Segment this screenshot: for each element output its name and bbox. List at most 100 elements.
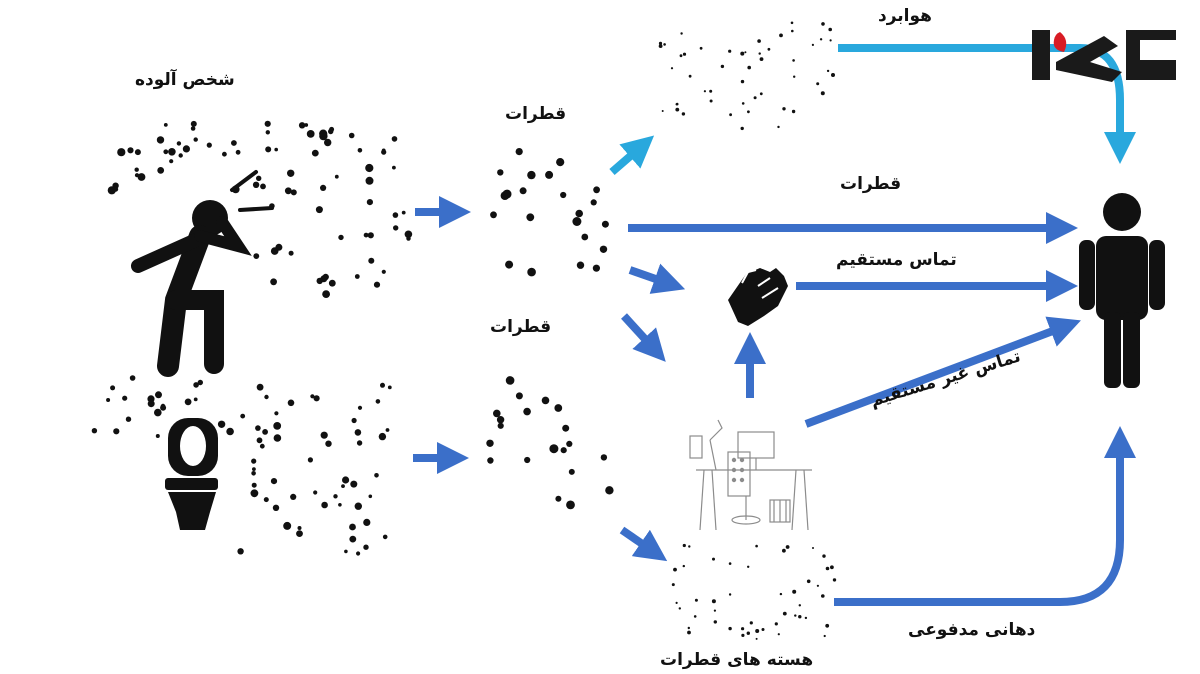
droplet-dot — [490, 211, 497, 219]
droplet-dot — [804, 616, 808, 620]
droplet-dot — [265, 130, 270, 135]
droplet-dot — [758, 52, 761, 55]
sneezing-person-icon — [131, 170, 274, 377]
droplet-dot — [91, 428, 98, 434]
droplet-dot — [566, 500, 575, 510]
droplet-dot — [287, 188, 292, 193]
droplet-dot — [274, 411, 279, 416]
droplet-dot — [753, 96, 757, 100]
droplet-dot — [365, 176, 374, 185]
droplet-dot — [319, 129, 328, 138]
droplet-dot — [740, 79, 745, 84]
droplet-dot — [572, 217, 582, 226]
droplet-dot — [526, 213, 535, 222]
droplet-dot — [110, 385, 116, 391]
droplet-dot — [832, 578, 837, 582]
label-droplet-nuclei: هسته های قطرات — [660, 650, 814, 670]
droplet-dot — [703, 90, 707, 93]
droplet-dot — [349, 535, 357, 543]
droplet-dots — [91, 21, 837, 640]
droplet-dot — [354, 274, 360, 279]
droplet-dot — [206, 142, 212, 148]
droplet-dot — [378, 432, 387, 441]
droplet-dot — [169, 159, 174, 164]
droplet-dot — [313, 490, 318, 495]
droplet-dot — [290, 493, 297, 500]
droplet-dot — [348, 132, 355, 139]
droplet-dot — [325, 440, 332, 447]
label-fecal-oral: دهانی مدفوعی — [908, 620, 1036, 640]
droplet-dot — [334, 174, 339, 179]
droplet-dot — [113, 186, 119, 192]
droplet-dot — [328, 279, 336, 287]
droplet-dot — [556, 158, 565, 167]
droplet-dot — [273, 434, 282, 442]
label-infected-person: شخص آلوده — [135, 70, 235, 90]
droplet-dot — [505, 260, 514, 269]
droplet-dot — [176, 141, 182, 146]
droplet-dot — [515, 148, 523, 156]
droplet-dot — [296, 530, 303, 537]
droplet-dot — [251, 458, 257, 464]
droplet-dot — [682, 543, 686, 548]
droplet-dot — [368, 494, 373, 499]
droplet-dot — [678, 607, 681, 610]
droplet-dot — [367, 232, 374, 239]
droplet-dot — [523, 407, 531, 416]
droplet-dot — [819, 38, 823, 41]
droplet-dot — [816, 82, 820, 86]
droplet-dot — [349, 523, 356, 531]
label-droplets-middle: قطرات — [490, 317, 552, 337]
droplet-dot — [344, 549, 348, 554]
droplet-dot — [320, 184, 327, 191]
droplet-dot — [321, 501, 328, 509]
droplet-dot — [825, 623, 830, 628]
droplet-dot — [798, 604, 801, 607]
droplet-dot — [688, 545, 691, 548]
office-desk-icon — [689, 419, 812, 531]
label-direct-contact: تماس مستقیم — [836, 250, 957, 270]
droplet-dot — [793, 75, 796, 78]
droplet-dot — [134, 149, 141, 156]
droplet-dot — [193, 397, 198, 402]
droplet-dot — [259, 443, 265, 449]
droplet-dot — [147, 400, 155, 408]
droplet-dot — [782, 107, 786, 111]
droplet-dot — [380, 382, 385, 388]
droplet-dot — [747, 65, 751, 70]
droplet-dot — [675, 601, 678, 605]
droplet-dot — [226, 427, 234, 436]
droplet-dot — [264, 394, 269, 400]
droplet-dot — [320, 431, 328, 439]
arrow-indirect-contact — [804, 316, 1081, 428]
droplet-dot — [184, 398, 192, 406]
droplet-dot — [374, 473, 379, 478]
droplet-dot — [590, 199, 597, 206]
droplet-dot — [342, 476, 350, 484]
droplet-dot — [253, 253, 260, 259]
droplet-dot — [240, 413, 246, 419]
droplet-dot — [270, 478, 278, 485]
droplet-dot — [821, 594, 825, 598]
droplet-dot — [287, 169, 295, 177]
droplet-dot — [816, 584, 820, 587]
droplet-dot — [381, 149, 387, 155]
droplet-dot — [568, 468, 575, 475]
droplet-dot — [237, 548, 244, 555]
droplet-dot — [155, 434, 160, 438]
droplet-dot — [231, 140, 237, 146]
droplet-dot — [154, 408, 162, 417]
droplet-dot — [265, 146, 272, 153]
droplet-dot — [790, 21, 794, 25]
droplet-dot — [687, 626, 690, 630]
droplet-dot — [217, 420, 226, 428]
droplet-dot — [274, 147, 279, 152]
droplet-dot — [831, 73, 835, 77]
droplet-dot — [178, 153, 183, 158]
droplet-dot — [113, 428, 120, 435]
droplet-dot — [798, 615, 802, 619]
droplet-dot — [593, 186, 600, 194]
droplet-dot — [555, 495, 562, 502]
droplet-dot — [381, 269, 386, 274]
droplet-dot — [406, 236, 411, 241]
